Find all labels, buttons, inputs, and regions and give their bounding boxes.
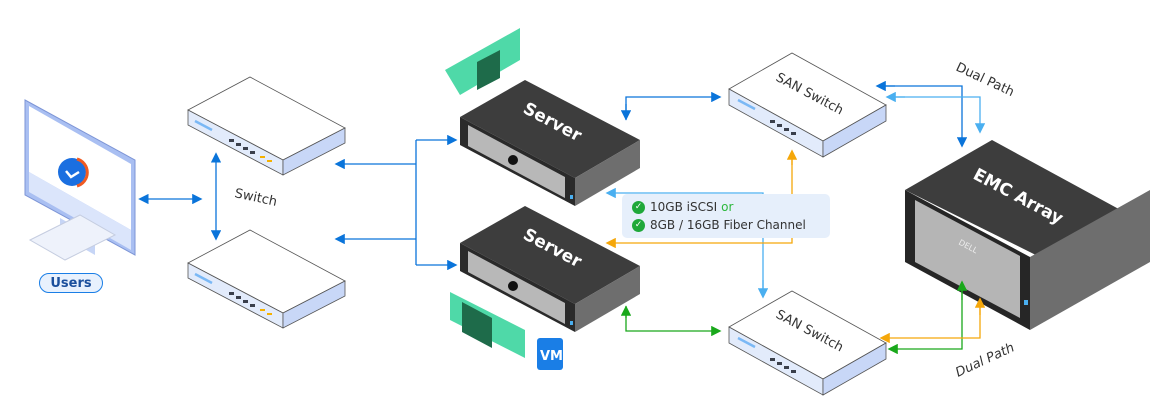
arrow-server-san-top [625,91,722,120]
emc-array [905,140,1150,330]
legend-or: or [721,200,734,214]
san-switch-top [728,52,887,158]
switch-label: Switch [233,186,278,210]
users-computer [24,99,136,261]
san-switch-bottom [728,290,887,396]
dual-path-label-bottom: Dual Path [953,340,1017,380]
server-top [460,80,640,206]
dual-path-label-top: Dual Path [953,60,1016,100]
arrow-lightblue-path [605,187,764,292]
vm-badge-bottom: VM [540,349,563,364]
arrow-dual-path-bottom-1 [887,285,963,355]
arrow-dual-path-bottom-2 [879,302,981,344]
vm-card-top: VM [445,28,557,95]
users-label: Users [39,273,103,293]
switch-bottom [187,229,346,329]
connectors [138,80,986,355]
connection-legend: ✓ 10GB iSCSI or ✓ 8GB / 16GB Fiber Chann… [622,194,830,238]
legend-text: 8GB / 16GB Fiber Channel [650,218,806,232]
arrow-orange-path [605,155,793,249]
check-icon [58,158,86,186]
arrow-dual-path-top-1 [880,85,968,148]
legend-item-fiber: ✓ 8GB / 16GB Fiber Channel [632,216,820,234]
check-circle-icon: ✓ [632,218,645,232]
arrow-server-san-bottom [625,306,722,337]
switch-top [187,76,346,176]
legend-text: 10GB iSCSI [650,200,718,214]
server-bottom [460,206,640,332]
vm-badge-top: VM [534,51,557,66]
arrow-dual-path-top-2 [890,96,986,134]
legend-item-iscsi: ✓ 10GB iSCSI or [632,198,820,216]
vm-card-bottom: VM [450,292,563,370]
check-circle-icon: ✓ [632,200,645,214]
